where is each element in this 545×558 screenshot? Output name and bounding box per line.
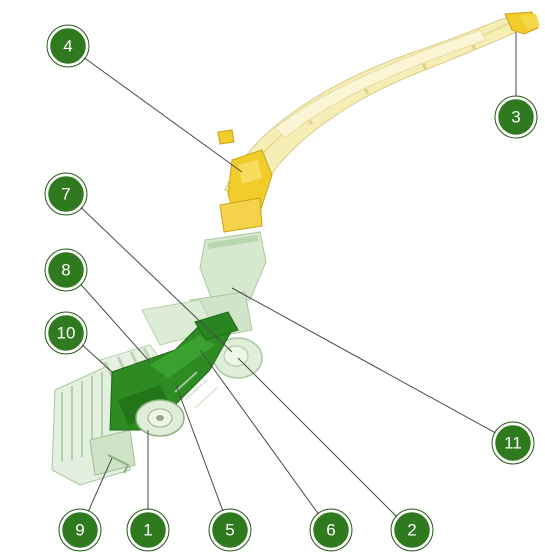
callout-11-label: 11 bbox=[504, 434, 522, 453]
callout-2-label: 2 bbox=[407, 521, 416, 540]
accelerator-chute bbox=[109, 311, 239, 431]
leader-6 bbox=[199, 349, 331, 531]
leader-lines bbox=[67, 32, 517, 531]
callout-4: 4 bbox=[46, 24, 90, 68]
callout-5-label: 5 bbox=[225, 521, 234, 540]
leader-7 bbox=[67, 194, 233, 353]
spout-deflector bbox=[504, 11, 540, 35]
callout-1: 1 bbox=[126, 508, 170, 552]
callout-3: 3 bbox=[494, 95, 538, 139]
leader-5 bbox=[175, 384, 231, 531]
callout-7-label: 7 bbox=[61, 185, 70, 204]
leader-11 bbox=[231, 287, 513, 443]
leader-8 bbox=[67, 269, 151, 363]
callout-3-label: 3 bbox=[511, 108, 520, 127]
callout-5: 5 bbox=[208, 508, 252, 552]
callout-4-label: 4 bbox=[63, 37, 72, 56]
callout-10: 10 bbox=[44, 311, 88, 355]
callout-9-label: 9 bbox=[75, 521, 84, 540]
callout-11: 11 bbox=[491, 421, 535, 465]
callout-8-label: 8 bbox=[61, 261, 70, 280]
blower-drum bbox=[135, 399, 185, 437]
callout-6: 6 bbox=[309, 508, 353, 552]
callout-6-label: 6 bbox=[326, 521, 335, 540]
callout-9: 9 bbox=[58, 508, 102, 552]
callout-1-label: 1 bbox=[143, 521, 152, 540]
leader-4 bbox=[67, 45, 243, 173]
callout-10-label: 10 bbox=[57, 324, 76, 343]
callout-8: 8 bbox=[44, 248, 88, 292]
callout-7: 7 bbox=[44, 172, 88, 216]
spout-lower-section bbox=[217, 129, 273, 233]
callout-2: 2 bbox=[390, 508, 434, 552]
leader-2 bbox=[237, 357, 411, 531]
